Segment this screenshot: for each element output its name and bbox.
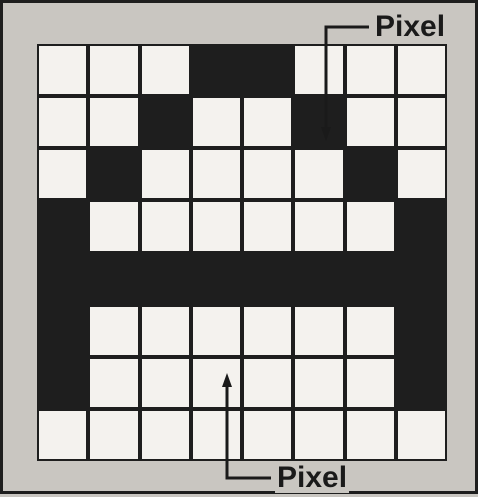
pixel-on: [396, 253, 447, 305]
pixel-off: [293, 409, 344, 461]
pixel-off: [37, 148, 88, 200]
pixel-on: [37, 200, 88, 252]
pixel-off: [242, 96, 293, 148]
pixel-on: [191, 44, 242, 96]
pixel-on: [293, 253, 344, 305]
pixel-off: [242, 200, 293, 252]
pixel-off: [88, 200, 139, 252]
pixel-on: [396, 357, 447, 409]
pixel-off: [191, 200, 242, 252]
pixel-on: [88, 253, 139, 305]
pixel-off: [396, 409, 447, 461]
pixel-off: [345, 305, 396, 357]
pixel-off: [191, 96, 242, 148]
pixel-label-bottom: Pixel: [275, 463, 349, 493]
pixel-off: [345, 357, 396, 409]
pixel-off: [396, 96, 447, 148]
pixel-on: [37, 357, 88, 409]
pixel-off: [140, 200, 191, 252]
pixel-off: [345, 409, 396, 461]
pixel-off: [88, 305, 139, 357]
pixel-on: [140, 253, 191, 305]
pixel-off: [293, 357, 344, 409]
pixel-off: [88, 357, 139, 409]
pixel-off: [242, 148, 293, 200]
pixel-on: [191, 253, 242, 305]
pixel-off: [396, 44, 447, 96]
pixel-off: [242, 357, 293, 409]
pixel-on: [140, 96, 191, 148]
pixel-off: [88, 44, 139, 96]
pixel-off: [242, 409, 293, 461]
pixel-off: [140, 409, 191, 461]
pixel-grid: [37, 44, 447, 461]
pixel-on: [37, 305, 88, 357]
pixel-off: [37, 96, 88, 148]
pixel-off: [140, 148, 191, 200]
pixel-off: [37, 44, 88, 96]
pixel-off: [191, 409, 242, 461]
pixel-off: [88, 409, 139, 461]
pixel-on: [345, 148, 396, 200]
pixel-off: [293, 148, 344, 200]
pixel-on: [293, 96, 344, 148]
pixel-off: [293, 200, 344, 252]
pixel-off: [396, 148, 447, 200]
pixel-on: [242, 44, 293, 96]
pixel-off: [191, 148, 242, 200]
pixel-off: [293, 305, 344, 357]
pixel-off: [140, 305, 191, 357]
pixel-off: [191, 357, 242, 409]
pixel-off: [140, 357, 191, 409]
pixel-on: [345, 253, 396, 305]
pixel-off: [242, 305, 293, 357]
pixel-off: [88, 96, 139, 148]
pixel-on: [396, 200, 447, 252]
pixel-on: [37, 253, 88, 305]
pixel-off: [345, 200, 396, 252]
pixel-off: [293, 44, 344, 96]
pixel-off: [140, 44, 191, 96]
pixel-off: [37, 409, 88, 461]
pixel-on: [242, 253, 293, 305]
pixel-off: [345, 96, 396, 148]
pixel-on: [88, 148, 139, 200]
pixel-off: [191, 305, 242, 357]
pixel-label-top: Pixel: [373, 12, 447, 42]
pixel-on: [396, 305, 447, 357]
pixel-off: [345, 44, 396, 96]
